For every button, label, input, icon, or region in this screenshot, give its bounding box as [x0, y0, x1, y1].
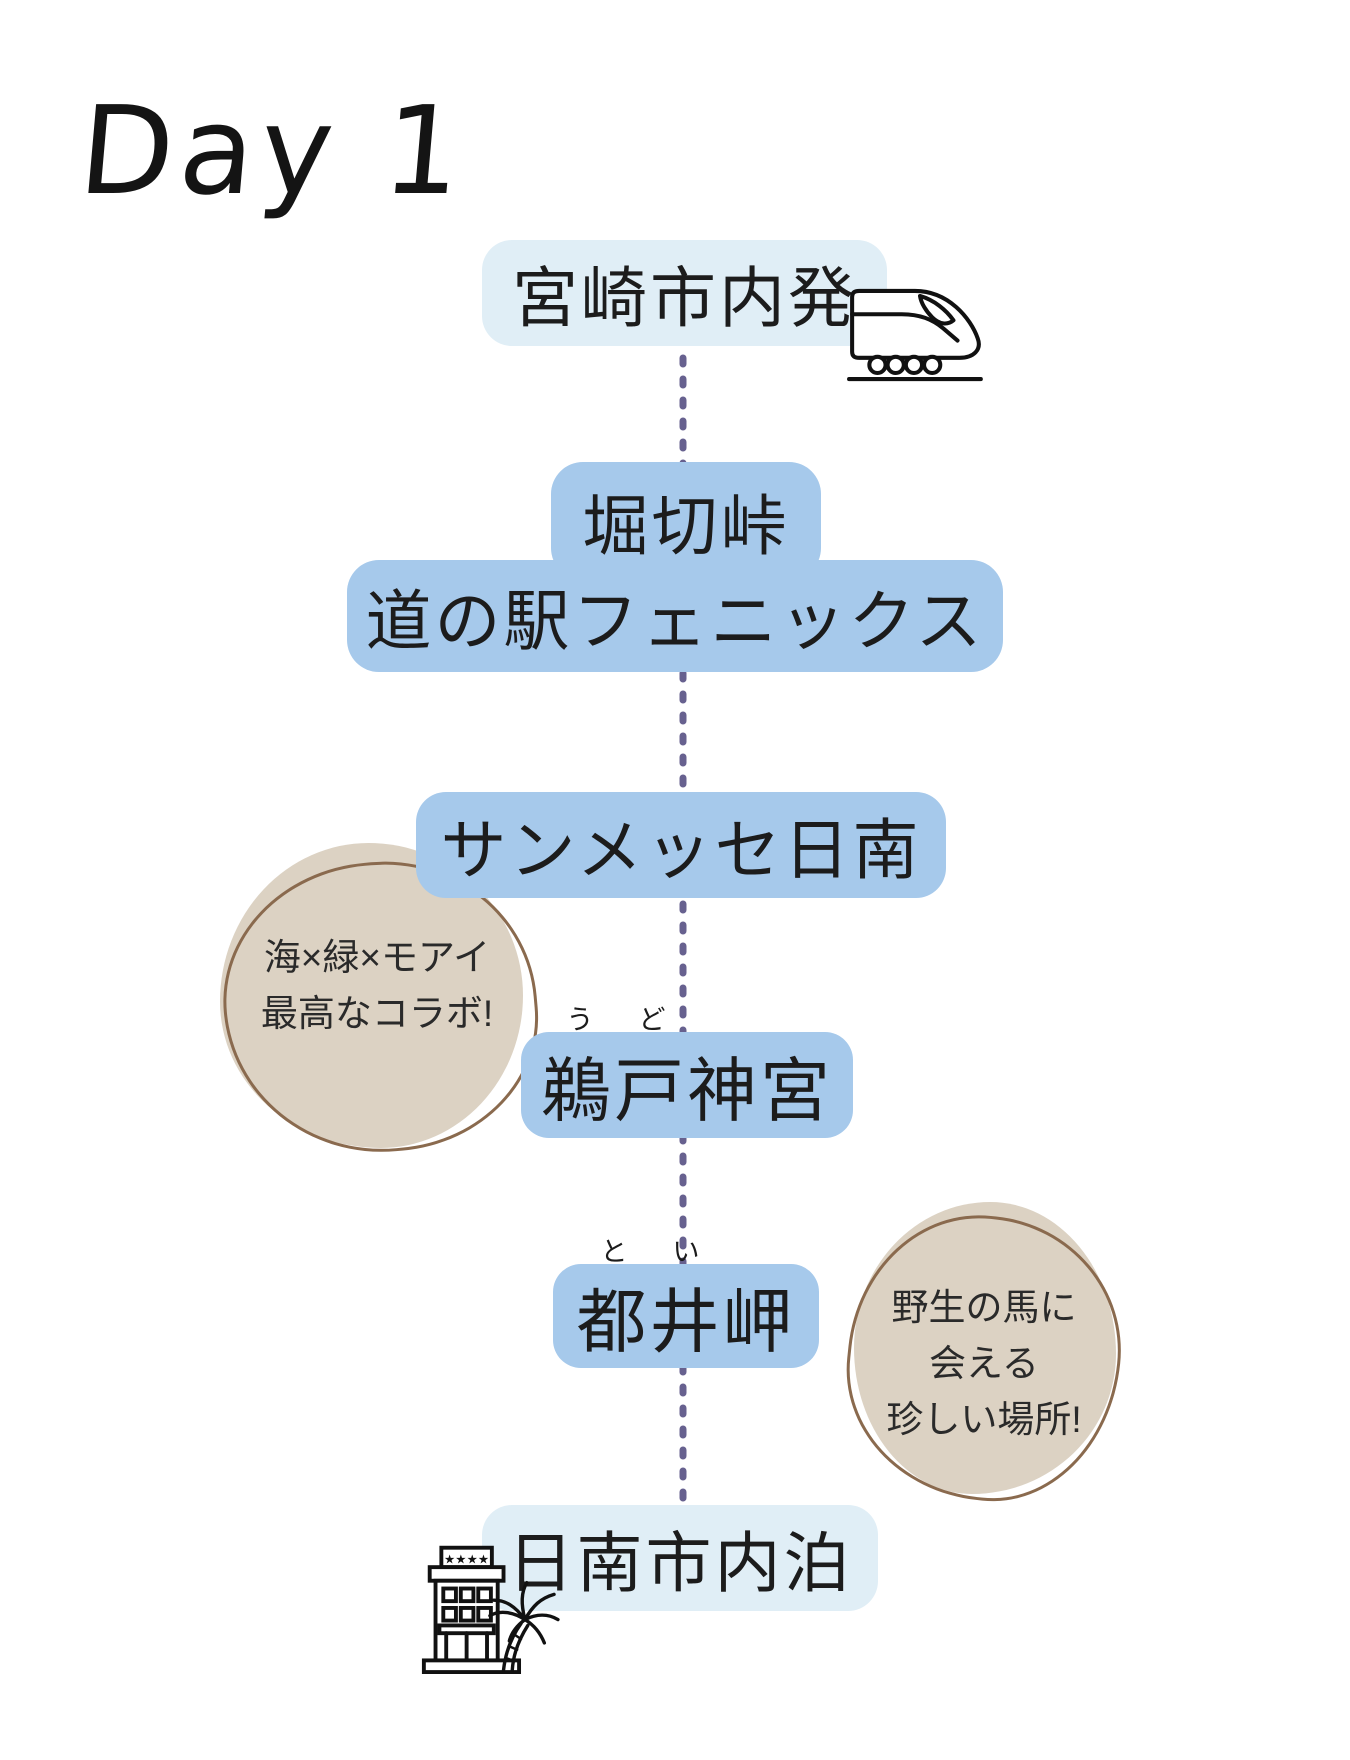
note-bubble-toi-cape: 野生の馬に 会える 珍しい場所!: [833, 1198, 1135, 1514]
hotel-with-palm-tree-icon: ★★★★: [421, 1545, 560, 1674]
stop-box-sunmesse-nichinan: サンメッセ日南: [416, 792, 946, 898]
note-line: 会える: [929, 1343, 1039, 1384]
page-title: Day 1: [73, 80, 474, 222]
stop-box-toi-cape: と い 都井岬: [553, 1237, 819, 1368]
note-text: 野生の馬に 会える 珍しい場所!: [848, 1280, 1120, 1448]
stop-box-miyazaki-departure: 宮崎市内発: [482, 240, 887, 346]
stop-label: 宮崎市内発: [512, 261, 857, 335]
furigana-to: と: [600, 1237, 628, 1267]
stop-label: 道の駅フェニックス: [365, 584, 985, 658]
furigana-i: い: [672, 1237, 700, 1267]
furigana-u: う: [566, 1005, 594, 1035]
note-line: 珍しい場所!: [886, 1399, 1082, 1440]
note-line: 海×緑×モアイ: [263, 937, 491, 978]
stop-label: 日南市内泊: [507, 1526, 853, 1600]
stop-label: 都井岬: [576, 1282, 796, 1361]
stop-box-nichinan-stay: 日南市内泊: [482, 1505, 878, 1611]
stop-label: サンメッセ日南: [440, 813, 922, 887]
furigana-do: ど: [638, 1005, 666, 1035]
stop-label: 鵜戸神宮: [541, 1051, 833, 1130]
stop-box-michinoeki-phoenix: 道の駅フェニックス: [347, 560, 1003, 672]
hotel-stars: ★★★★: [444, 1552, 489, 1566]
note-bubble-fill: [854, 1202, 1116, 1494]
shinkansen-train-icon: [847, 288, 983, 382]
stop-label: 堀切峠: [582, 489, 790, 563]
note-line: 野生の馬に: [891, 1287, 1077, 1328]
note-text: 海×緑×モアイ 最高なコラボ!: [210, 930, 544, 1042]
stop-box-udo-shrine: う ど 鵜戸神宮: [521, 1005, 853, 1138]
note-line: 最高なコラボ!: [260, 993, 494, 1034]
